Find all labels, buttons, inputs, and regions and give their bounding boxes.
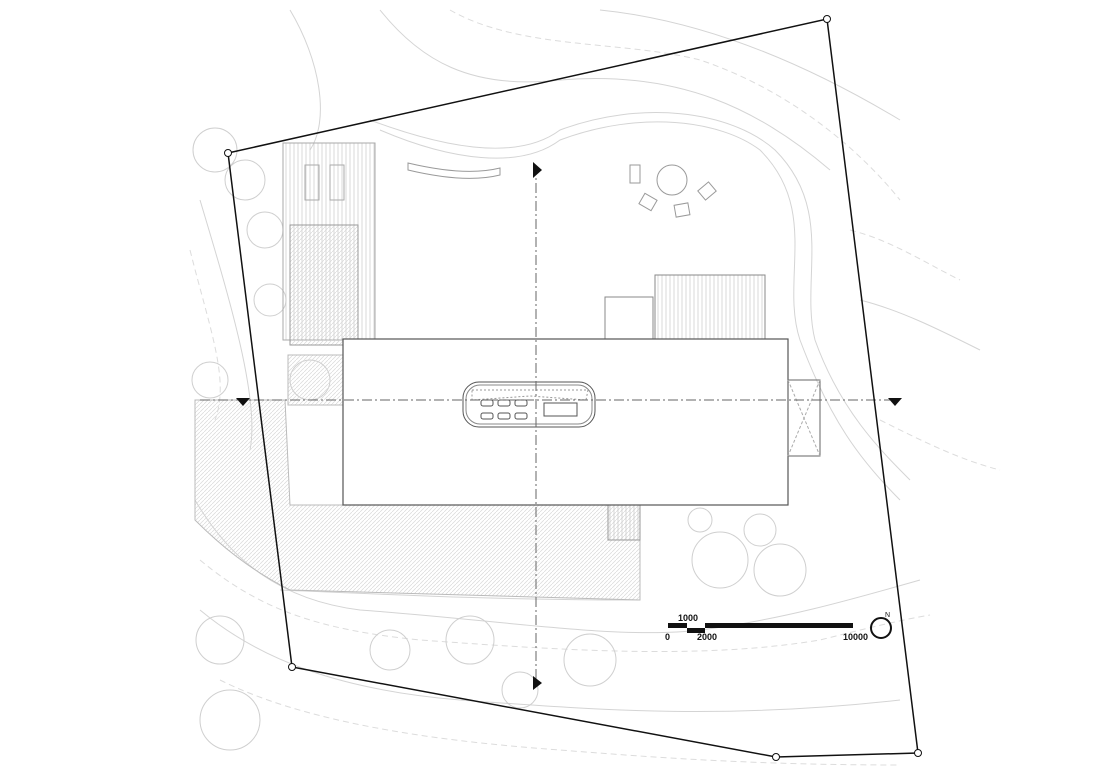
section-marker-icon (533, 676, 542, 690)
roof-skylight (462, 381, 596, 428)
sun-lounger (329, 164, 345, 201)
steps (607, 504, 641, 541)
vegetation (191, 127, 807, 751)
sun-lounger (304, 164, 320, 201)
pergola (654, 274, 766, 340)
section-lines (200, 162, 902, 690)
north-arrow-icon: N (870, 612, 892, 639)
scale-label-2000: 2000 (697, 632, 717, 642)
north-label: N (885, 612, 890, 619)
section-marker-icon (888, 398, 902, 406)
scale-bar: 0 1000 2000 10000 (665, 613, 868, 642)
pool (289, 224, 359, 346)
terrain-contours (189, 9, 1001, 766)
garden-bed (287, 354, 344, 406)
scale-label-10000: 10000 (843, 632, 868, 642)
carport (787, 379, 821, 457)
scale-label-0: 0 (665, 632, 670, 642)
terrace-furniture (629, 164, 717, 218)
entry-stair (604, 296, 654, 340)
site-boundary (224, 15, 922, 761)
section-marker-icon (533, 162, 542, 178)
building-roof (342, 338, 789, 506)
section-marker-icon (236, 398, 250, 406)
scale-label-1000: 1000 (678, 613, 698, 623)
